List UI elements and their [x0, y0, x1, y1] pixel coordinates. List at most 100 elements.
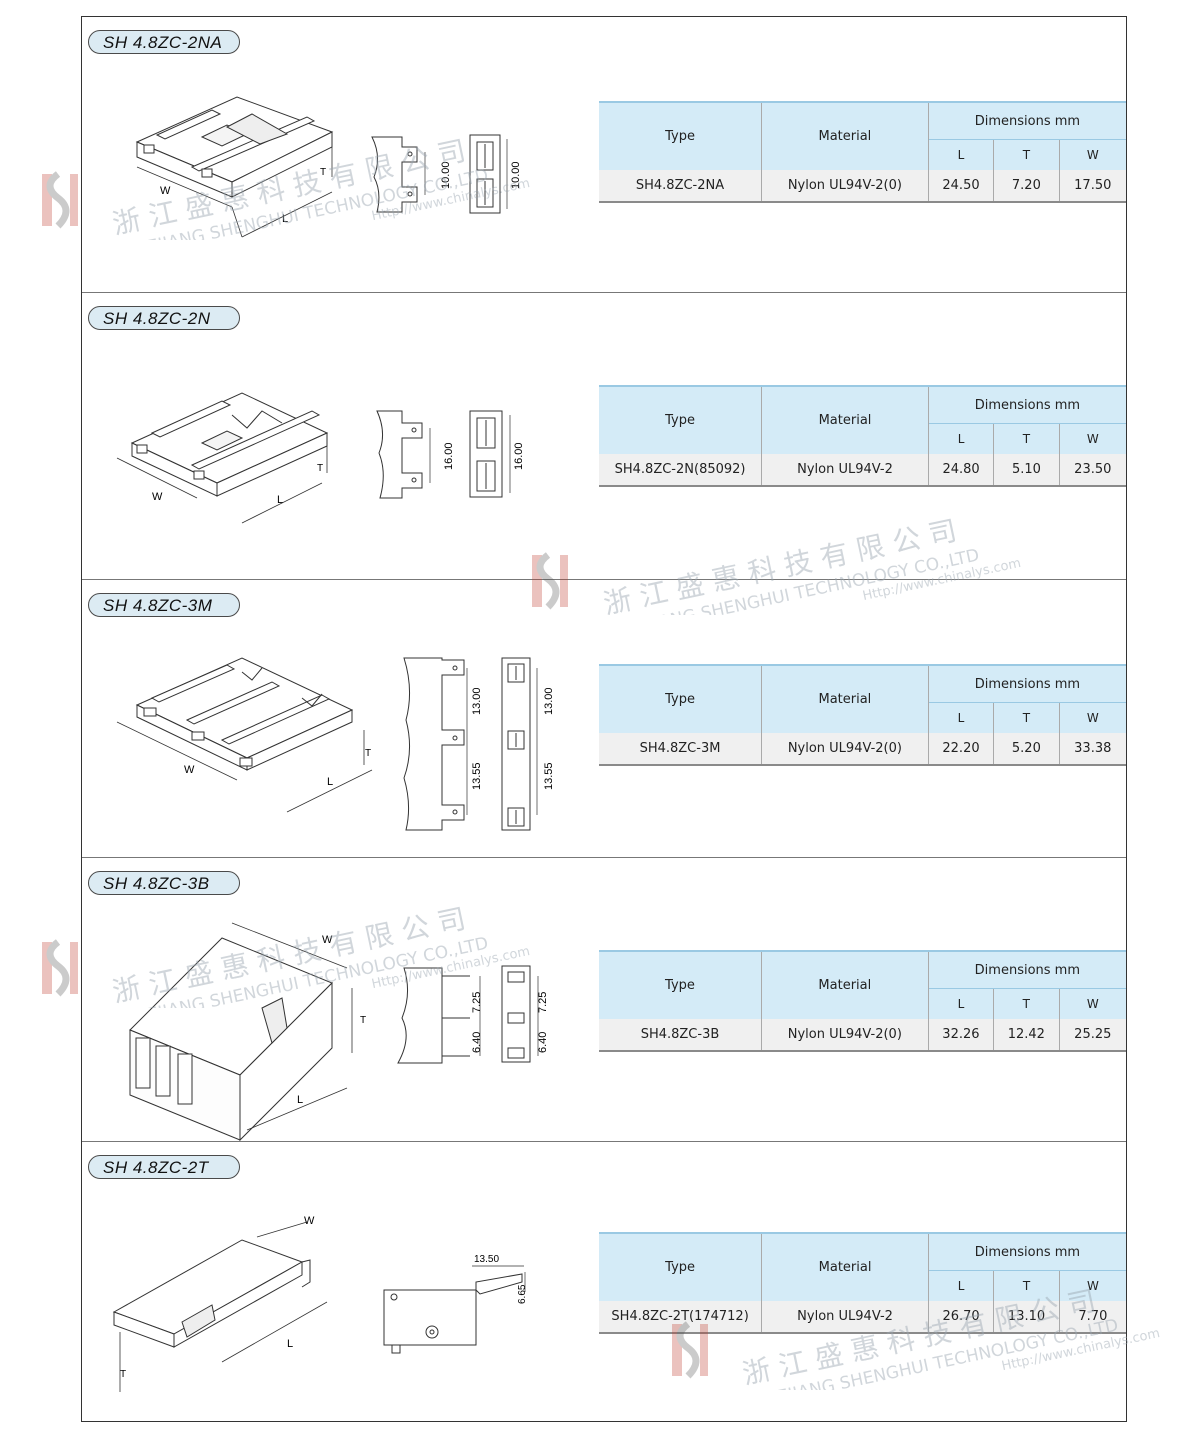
dim-value: 7.25 — [471, 992, 483, 1013]
dim-value: 13.55 — [471, 762, 483, 790]
col-w-header: W — [1058, 139, 1126, 170]
col-w-header: W — [1058, 1270, 1126, 1301]
dim-value: 16.00 — [443, 442, 455, 470]
col-material-header: Material — [760, 950, 929, 1019]
cell-w: 7.70 — [1058, 1301, 1126, 1334]
product-section-3m: SH 4.8ZC-3M W L T — [82, 579, 1126, 857]
cell-w: 17.50 — [1058, 170, 1126, 203]
col-type-header: Type — [599, 1232, 762, 1301]
col-dimensions-header: Dimensions mm — [927, 950, 1126, 989]
product-title: SH 4.8ZC-2T — [88, 1155, 240, 1179]
col-l-header: L — [927, 988, 994, 1019]
cell-t: 7.20 — [993, 170, 1060, 203]
product-section-2na: SH 4.8ZC-2NA W L T — [82, 17, 1126, 292]
cell-w: 33.38 — [1058, 733, 1126, 766]
cell-type: SH4.8ZC-3B — [599, 1019, 762, 1052]
cell-material: Nylon UL94V-2 — [761, 454, 929, 487]
dim-label-t: T — [360, 1015, 366, 1026]
dim-value: 16.00 — [513, 442, 525, 470]
dim-value: 7.25 — [537, 992, 549, 1013]
cell-t: 5.20 — [993, 733, 1060, 766]
dim-label-l: L — [282, 213, 288, 225]
cell-material: Nylon UL94V-2 — [761, 1301, 929, 1334]
col-l-header: L — [927, 702, 994, 733]
col-type-header: Type — [599, 101, 762, 170]
product-title: SH 4.8ZC-2NA — [88, 30, 240, 54]
catalog-frame: SH 4.8ZC-2NA W L T — [81, 16, 1127, 1422]
cell-material: Nylon UL94V-2(0) — [760, 1019, 929, 1052]
connector-drawing-2n: W L T 16.00 16.00 — [116, 392, 525, 524]
col-dimensions-header: Dimensions mm — [927, 664, 1126, 703]
dim-label-w: W — [152, 491, 163, 503]
col-t-header: T — [993, 423, 1060, 454]
dim-value: 13.00 — [471, 687, 483, 715]
product-title: SH 4.8ZC-2N — [88, 306, 240, 330]
dim-value: 6.40 — [471, 1032, 483, 1053]
col-l-header: L — [927, 1270, 994, 1301]
cell-l: 24.80 — [927, 454, 994, 487]
cell-l: 22.20 — [927, 733, 994, 766]
cell-type: SH4.8ZC-2T(174712) — [599, 1301, 762, 1334]
dim-label-l: L — [297, 1094, 303, 1106]
cell-l: 24.50 — [927, 170, 994, 203]
product-section-2n: SH 4.8ZC-2N W L T — [82, 292, 1126, 579]
col-dimensions-header: Dimensions mm — [927, 101, 1126, 140]
col-type-header: Type — [599, 385, 762, 454]
col-w-header: W — [1058, 423, 1126, 454]
col-t-header: T — [993, 988, 1060, 1019]
product-section-3b: SH 4.8ZC-3B W T L — [82, 857, 1126, 1142]
dim-label-w: W — [160, 185, 171, 197]
dim-value: 10.00 — [510, 161, 522, 189]
cell-t: 5.10 — [993, 454, 1060, 487]
col-t-header: T — [993, 702, 1060, 733]
dim-label-t: T — [317, 463, 323, 474]
col-t-header: T — [993, 1270, 1060, 1301]
col-t-header: T — [993, 139, 1060, 170]
spec-table-2n: Type Material Dimensions mm L T W SH4.8Z… — [599, 385, 1126, 487]
cell-l: 26.70 — [927, 1301, 994, 1334]
product-section-2t: SH 4.8ZC-2T W T L — [82, 1141, 1126, 1421]
cell-type: SH4.8ZC-2N(85092) — [599, 454, 762, 487]
spec-table-3m: Type Material Dimensions mm L T W SH4.8Z… — [599, 664, 1126, 766]
col-l-header: L — [927, 139, 994, 170]
spec-table-3b: Type Material Dimensions mm L T W SH4.8Z… — [599, 950, 1126, 1052]
cell-material: Nylon UL94V-2(0) — [761, 170, 929, 203]
dim-value: 13.00 — [543, 687, 555, 715]
watermark-logo-icon — [42, 939, 78, 997]
dim-value: 6.40 — [537, 1032, 549, 1053]
col-material-header: Material — [761, 1232, 929, 1301]
cell-l: 32.26 — [927, 1019, 994, 1052]
spec-table-2t: Type Material Dimensions mm L T W SH4.8Z… — [599, 1232, 1126, 1334]
col-material-header: Material — [761, 664, 929, 733]
dim-label-l: L — [287, 1338, 293, 1350]
product-title: SH 4.8ZC-3B — [88, 871, 240, 895]
col-dimensions-header: Dimensions mm — [927, 1232, 1126, 1271]
dim-value: 6.65 — [517, 1284, 528, 1304]
cell-type: SH4.8ZC-2NA — [599, 170, 762, 203]
cell-material: Nylon UL94V-2(0) — [761, 733, 929, 766]
col-material-header: Material — [761, 385, 929, 454]
dim-label-t: T — [365, 748, 371, 759]
dim-label-l: L — [277, 494, 283, 506]
cell-w: 23.50 — [1058, 454, 1126, 487]
dim-label-t: T — [320, 167, 326, 178]
watermark-logo-icon — [42, 171, 78, 229]
col-type-header: Type — [599, 664, 762, 733]
connector-drawing-3b: W T L 7.25 6.40 7.25 6.40 — [129, 922, 549, 1142]
dim-label-l: L — [327, 776, 333, 788]
dim-label-t: T — [120, 1369, 126, 1380]
cell-t: 13.10 — [993, 1301, 1060, 1334]
col-l-header: L — [927, 423, 994, 454]
col-w-header: W — [1058, 988, 1126, 1019]
dim-label-w: W — [322, 934, 333, 946]
col-type-header: Type — [599, 950, 762, 1019]
cell-w: 25.25 — [1058, 1019, 1126, 1052]
cell-type: SH4.8ZC-3M — [599, 733, 762, 766]
dim-label-w: W — [184, 764, 195, 776]
connector-drawing-2na: W L T 10.00 10.00 — [135, 96, 522, 238]
connector-drawing-2t: W T L 13.50 6.65 — [112, 1215, 528, 1392]
product-title: SH 4.8ZC-3M — [88, 593, 240, 617]
dim-value: 13.55 — [543, 762, 555, 790]
connector-drawing-3m: W L T 13.00 13.55 13.00 — [116, 657, 555, 831]
cell-t: 12.42 — [993, 1019, 1060, 1052]
